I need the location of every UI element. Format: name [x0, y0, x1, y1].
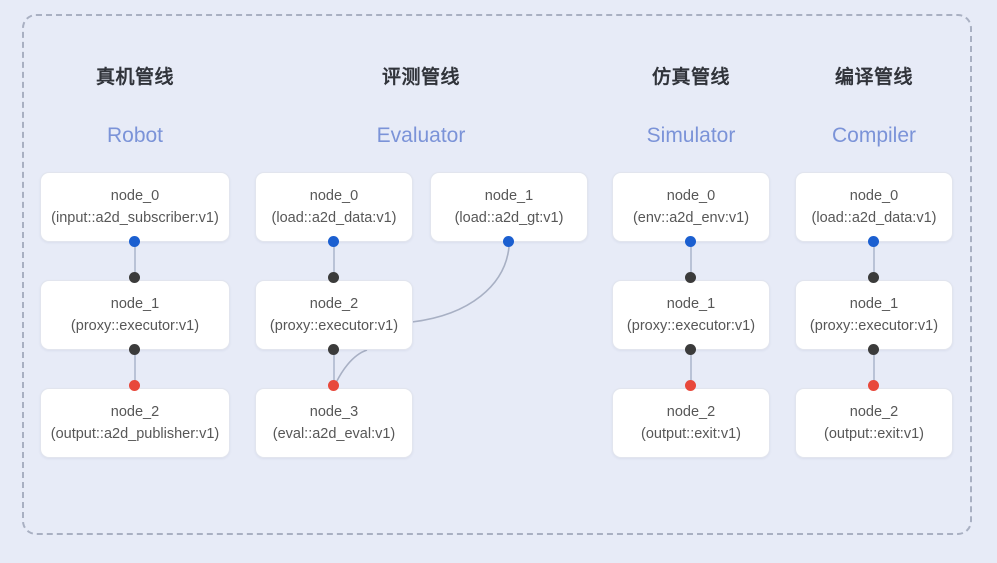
node-type: (load::a2d_data:v1): [271, 210, 397, 226]
node-type: (output::a2d_publisher:v1): [50, 426, 220, 442]
port-input-black[interactable]: [868, 272, 879, 283]
node-type: (env::a2d_env:v1): [632, 210, 750, 226]
node-card[interactable]: node_1 (proxy::executor:v1): [40, 280, 230, 350]
node-name: node_0: [309, 187, 359, 204]
node-type: (proxy::executor:v1): [70, 318, 200, 334]
node-card[interactable]: node_0 (input::a2d_subscriber:v1): [40, 172, 230, 242]
node-card[interactable]: node_3 (eval::a2d_eval:v1): [255, 388, 413, 458]
link-line: [333, 242, 335, 274]
column-title-robot: 真机管线: [95, 67, 174, 88]
node-card[interactable]: node_2 (output::a2d_publisher:v1): [40, 388, 230, 458]
node-card[interactable]: node_2 (output::exit:v1): [795, 388, 953, 458]
node-name: node_0: [849, 187, 899, 204]
node-type: (input::a2d_subscriber:v1): [51, 210, 219, 226]
node-type: (output::exit:v1): [824, 426, 924, 442]
node-type: (eval::a2d_eval:v1): [272, 426, 396, 442]
node-card[interactable]: node_1 (load::a2d_gt:v1): [430, 172, 588, 242]
column-subtitle-evaluator: Evaluator: [376, 124, 466, 147]
node-type: (proxy::executor:v1): [809, 318, 939, 334]
node-name: node_0: [666, 187, 716, 204]
column-subtitle-robot: Robot: [106, 124, 164, 147]
node-name: node_2: [110, 403, 160, 420]
node-name: node_1: [110, 295, 160, 312]
port-input-black[interactable]: [328, 272, 339, 283]
link-line: [690, 350, 692, 382]
node-type: (load::a2d_data:v1): [811, 210, 937, 226]
column-title-simulator: 仿真管线: [651, 67, 730, 88]
port-input-black[interactable]: [129, 272, 140, 283]
port-output-black[interactable]: [868, 344, 879, 355]
node-type: (proxy::executor:v1): [269, 318, 399, 334]
port-input-red[interactable]: [868, 380, 879, 391]
link-line: [873, 350, 875, 382]
node-card[interactable]: node_0 (env::a2d_env:v1): [612, 172, 770, 242]
port-input-red[interactable]: [129, 380, 140, 391]
node-card[interactable]: node_1 (proxy::executor:v1): [795, 280, 953, 350]
node-type: (proxy::executor:v1): [626, 318, 756, 334]
node-name: node_1: [484, 187, 534, 204]
node-type: (load::a2d_gt:v1): [454, 210, 564, 226]
node-name: node_1: [666, 295, 716, 312]
node-type: (output::exit:v1): [641, 426, 741, 442]
node-card[interactable]: node_0 (load::a2d_data:v1): [795, 172, 953, 242]
node-card[interactable]: node_2 (proxy::executor:v1): [255, 280, 413, 350]
node-name: node_0: [110, 187, 160, 204]
node-name: node_2: [666, 403, 716, 420]
node-name: node_1: [849, 295, 899, 312]
link-line: [333, 350, 335, 382]
port-output-black[interactable]: [685, 344, 696, 355]
column-subtitle-simulator: Simulator: [646, 124, 736, 147]
node-name: node_3: [309, 403, 359, 420]
port-output-black[interactable]: [328, 344, 339, 355]
link-line: [134, 350, 136, 382]
column-title-compiler: 编译管线: [834, 67, 913, 88]
port-output-blue[interactable]: [503, 236, 514, 247]
node-card[interactable]: node_0 (load::a2d_data:v1): [255, 172, 413, 242]
port-input-red[interactable]: [685, 380, 696, 391]
node-card[interactable]: node_2 (output::exit:v1): [612, 388, 770, 458]
port-output-blue[interactable]: [685, 236, 696, 247]
port-input-red[interactable]: [328, 380, 339, 391]
node-name: node_2: [309, 295, 359, 312]
port-input-black[interactable]: [685, 272, 696, 283]
port-output-blue[interactable]: [868, 236, 879, 247]
node-card[interactable]: node_1 (proxy::executor:v1): [612, 280, 770, 350]
port-output-blue[interactable]: [328, 236, 339, 247]
link-line: [134, 242, 136, 274]
node-name: node_2: [849, 403, 899, 420]
link-line: [873, 242, 875, 274]
link-line: [690, 242, 692, 274]
port-output-blue[interactable]: [129, 236, 140, 247]
column-title-evaluator: 评测管线: [381, 67, 460, 88]
port-output-black[interactable]: [129, 344, 140, 355]
column-subtitle-compiler: Compiler: [831, 124, 917, 147]
